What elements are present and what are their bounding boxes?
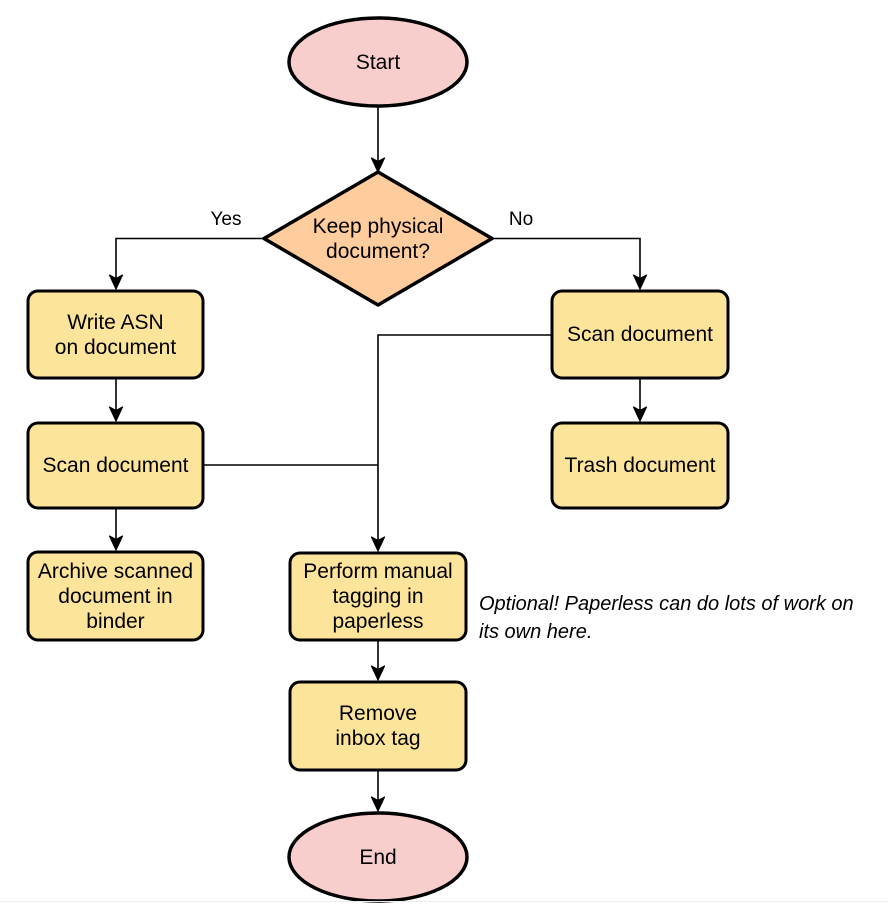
remove-inbox-tag-node-shape (288, 680, 468, 772)
arrowhead-icon (370, 796, 386, 812)
archive-node-shape (26, 550, 205, 642)
scan-document-right-node-shape (550, 289, 730, 380)
trash-node-label: Trash document (564, 454, 716, 477)
edge-decision-no (492, 237, 641, 282)
scan-document-right-node-label: Scan document (567, 323, 713, 346)
edge-scanright-tagging (377, 334, 552, 544)
arrowhead-icon (108, 274, 124, 290)
arrowhead-icon (108, 535, 124, 551)
optional-annotation-text: Optional! Paperless can do lots of work … (479, 593, 854, 643)
end-node-label: End (359, 845, 397, 869)
bottom-divider (0, 901, 888, 902)
remove-inbox-tag-node-label: Remove inbox tag (335, 702, 421, 750)
scan-document-left-node-label: Scan document (42, 454, 189, 477)
trash-node-shape (550, 421, 730, 510)
yes-branch-label: Yes (210, 209, 242, 230)
tagging-node-label: Perform manual tagging in paperless (303, 560, 453, 633)
start-node-label: Start (355, 50, 401, 74)
arrowhead-icon (370, 157, 386, 173)
no-branch-label: No (508, 209, 534, 230)
arrowhead-icon (108, 406, 124, 422)
decision-node-label: Keep physical document? (312, 214, 444, 263)
write-asn-node-shape (26, 289, 205, 380)
arrowhead-icon (370, 536, 386, 552)
archive-node-label: Archive scanned document in binder (37, 559, 194, 633)
connector-lines (115, 106, 641, 804)
write-asn-node-label: Write ASN on document (54, 310, 177, 359)
tagging-node-shape (288, 551, 468, 642)
arrowhead-icon (632, 406, 648, 422)
arrowhead-icon (632, 274, 648, 290)
arrowheads (108, 157, 648, 812)
arrowhead-icon (370, 665, 386, 681)
start-node-shape (287, 16, 469, 108)
edge-decision-yes (115, 237, 264, 282)
decision-node-shape (262, 170, 494, 307)
scan-document-left-node-shape (26, 421, 205, 510)
